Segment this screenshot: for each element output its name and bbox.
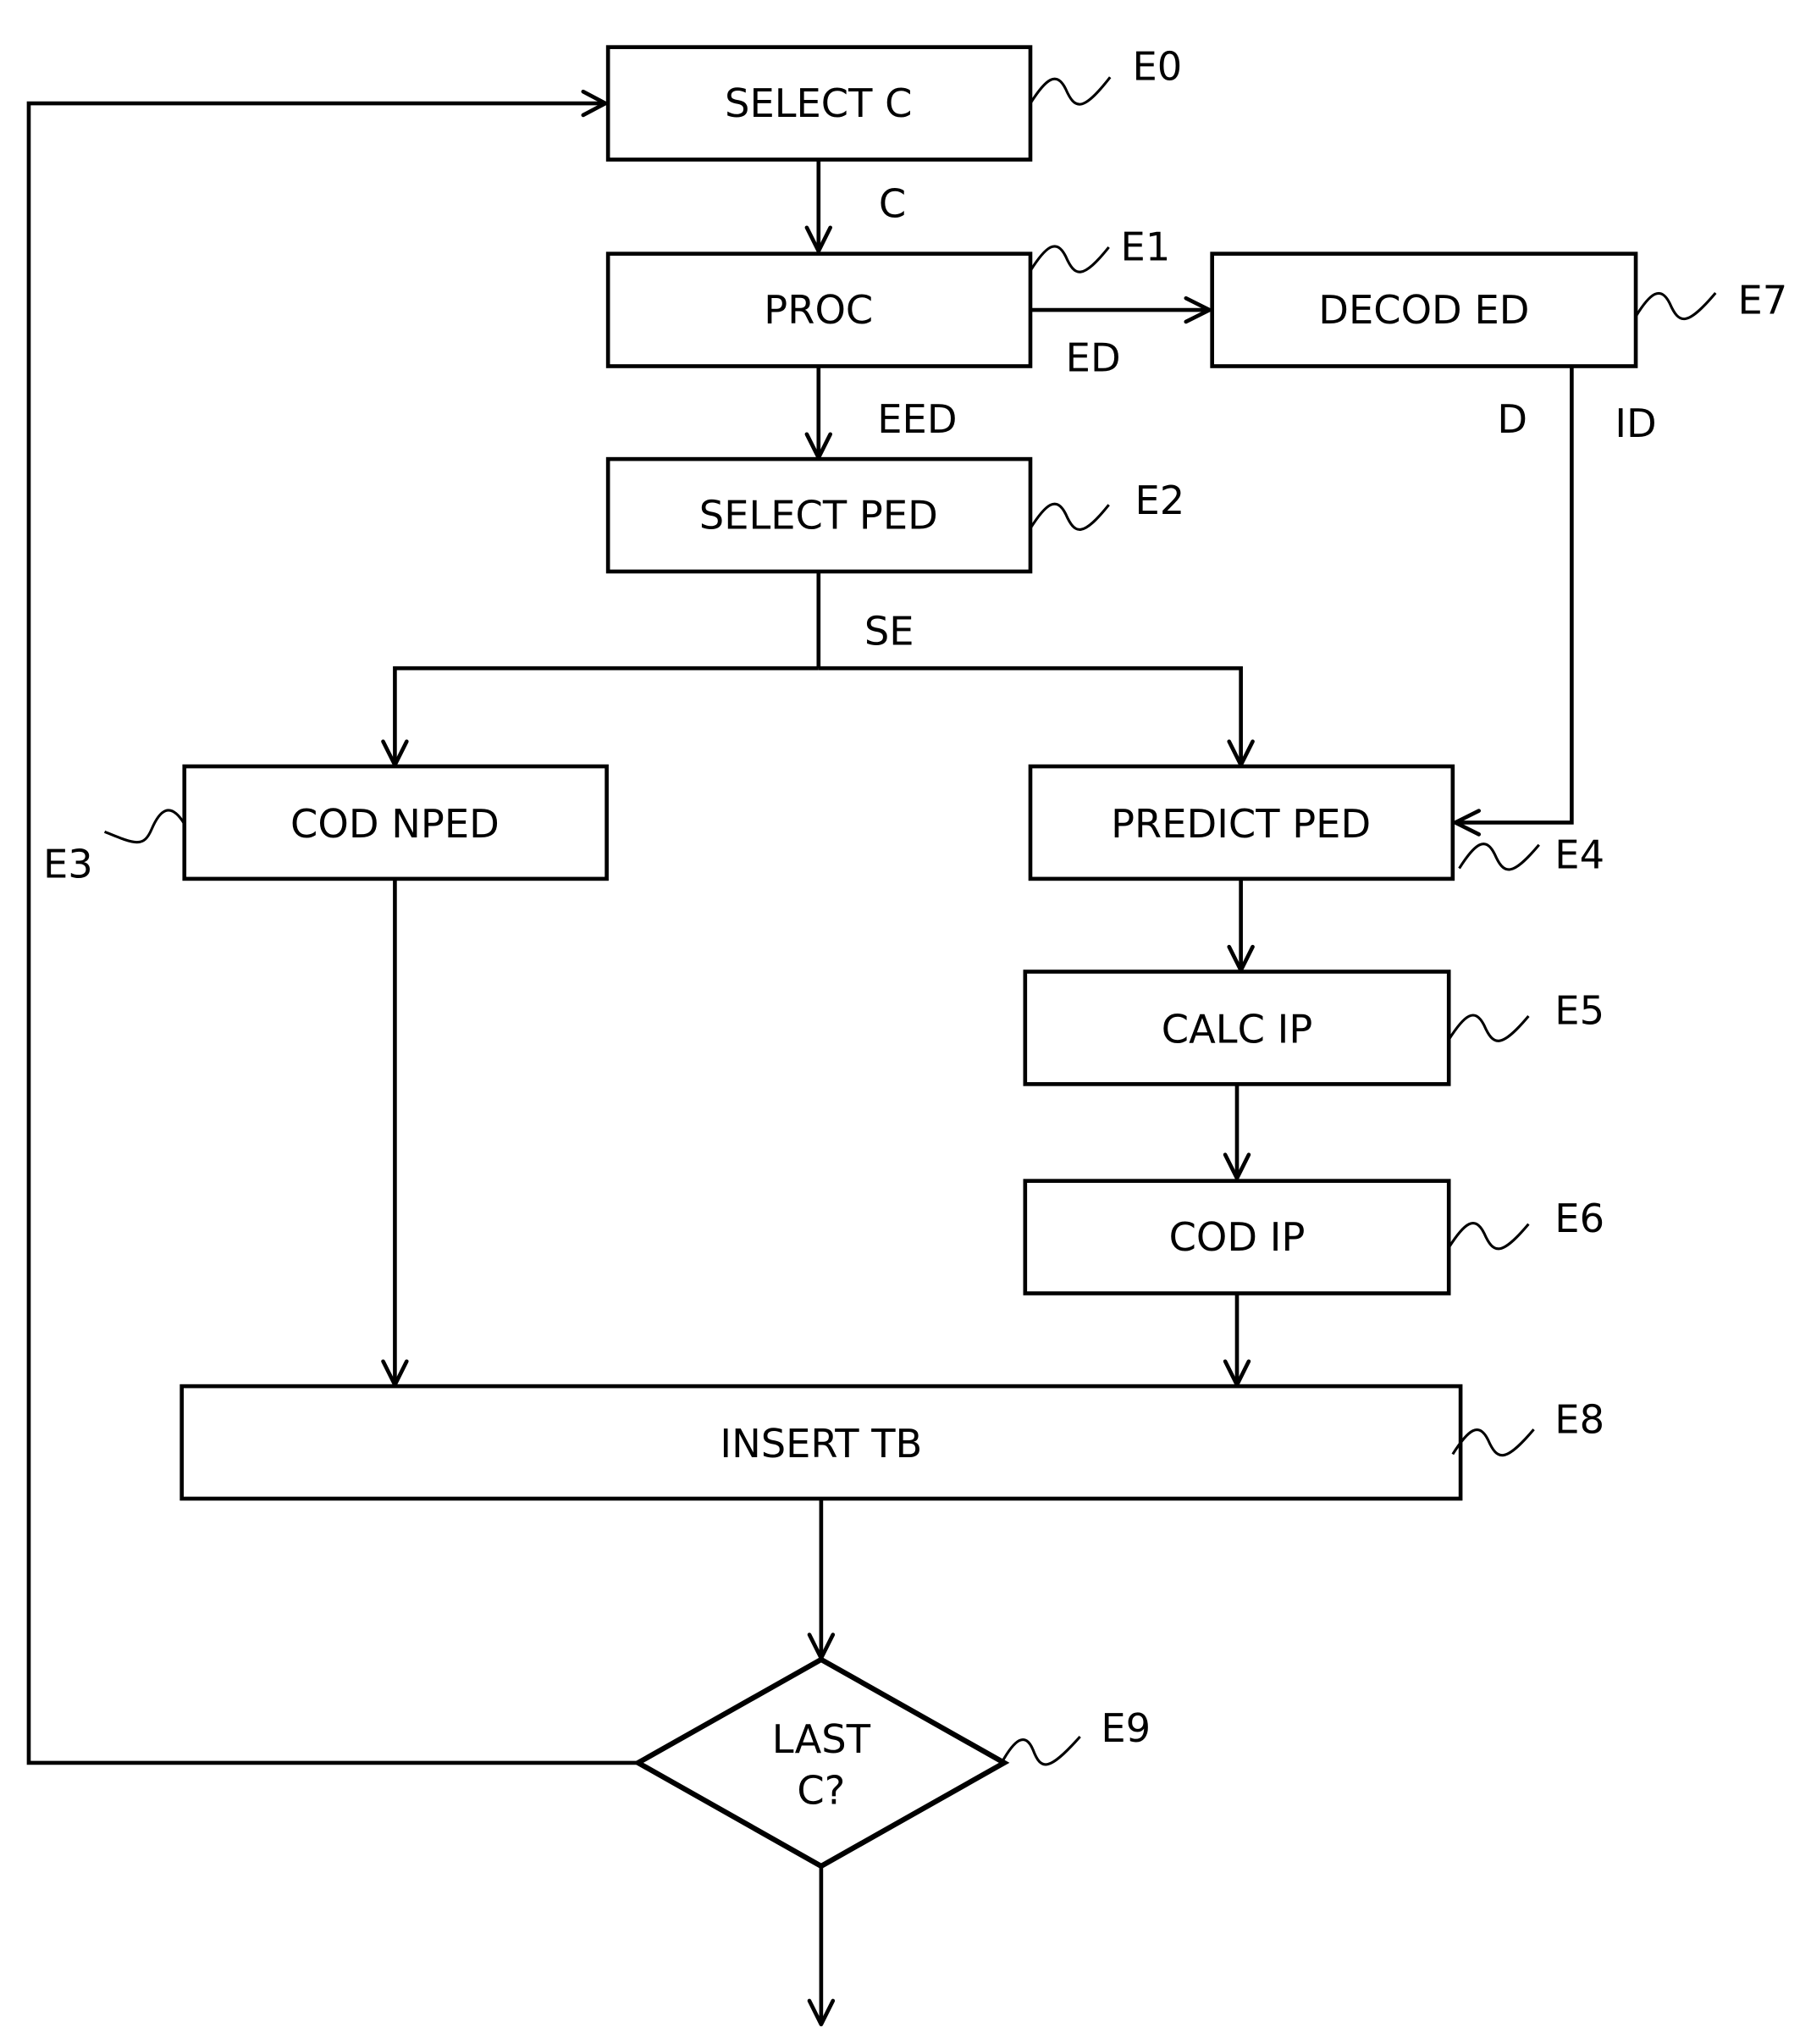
step-e4-box [1028,764,1455,881]
loop-back-connector [26,101,638,1765]
arrowhead-e1 [804,225,833,253]
step-e0-label: SELECT C [725,80,912,126]
step-e1-squiggle [1029,245,1110,273]
arrowhead-e7 [1184,296,1212,324]
step-e1-label: PROC [764,287,873,333]
step-e2-squiggle [1029,502,1110,531]
step-e7-box [1210,251,1638,368]
step-e4-ref: E4 [1554,832,1604,878]
step-e6-squiggle [1447,1222,1530,1251]
step-e3-box [182,764,609,881]
decision-e9-ref: E9 [1101,1705,1151,1751]
step-e3: COD NPED E3 [43,764,609,887]
step-e0-squiggle [1029,76,1112,106]
edge-label-id: ID [1615,401,1656,446]
edge-label-eed: EED [877,396,957,442]
step-e5-ref: E5 [1554,987,1604,1033]
connector-split-e4 [818,666,1243,765]
step-e0: SELECT C E0 [605,43,1182,162]
step-e3-ref: E3 [43,841,93,887]
step-e4: PREDICT PED E4 [1028,764,1604,881]
step-e7-label: DECOD ED [1318,287,1529,333]
decision-e9-label-line1: LAST [772,1716,871,1762]
step-e8-ref: E8 [1554,1397,1604,1443]
edge-label-ed: ED [1066,335,1121,381]
edge-label-d: D [1497,396,1527,442]
step-e5: CALC IP E5 [1023,970,1604,1086]
step-e6: COD IP E6 [1023,1179,1604,1295]
edge-label-c: C [879,180,906,226]
step-e7-ref: E7 [1738,278,1788,323]
step-e0-ref: E0 [1132,43,1182,89]
arrowhead-e4-side [1453,809,1482,837]
arrowhead-e6 [1223,1152,1251,1180]
step-e6-box [1023,1179,1451,1295]
step-e6-label: COD IP [1169,1214,1306,1260]
step-e4-label: PREDICT PED [1111,801,1371,847]
loop-back-arrowhead [581,89,608,118]
step-e1: PROC E1 [605,224,1171,368]
step-e1-ref: E1 [1121,224,1171,269]
step-e8: INSERT TB E8 [179,1384,1604,1501]
step-e5-box [1023,970,1451,1086]
decision-e9-diamond [632,1656,1010,1870]
step-e8-squiggle [1451,1428,1535,1457]
step-e3-squiggle [103,809,186,844]
step-e4-squiggle [1458,842,1540,871]
connector-e7-e4 [1455,366,1574,825]
arrowhead-exit [807,1998,836,2027]
step-e7-squiggle [1634,291,1717,321]
edge-label-se: SE [864,608,914,654]
step-e6-ref: E6 [1554,1196,1604,1241]
step-e2-box [605,456,1033,574]
step-e2: SELECT PED E2 [605,456,1185,574]
step-e0-box [605,45,1033,162]
step-e7: DECOD ED E7 [1210,251,1788,368]
connector-split-e3 [393,666,819,765]
decision-e9-squiggle [1000,1735,1081,1766]
step-e1-box [605,251,1033,368]
step-e2-label: SELECT PED [699,493,938,539]
step-e3-label: COD NPED [290,801,500,847]
decision-e9: LAST C? E9 [632,1656,1151,1870]
step-e8-label: INSERT TB [720,1421,922,1467]
decision-e9-label-line2: C? [797,1767,845,1813]
step-e8-box [179,1384,1463,1501]
step-e5-squiggle [1447,1014,1530,1042]
step-e5-label: CALC IP [1162,1006,1313,1052]
step-e2-ref: E2 [1135,478,1185,523]
